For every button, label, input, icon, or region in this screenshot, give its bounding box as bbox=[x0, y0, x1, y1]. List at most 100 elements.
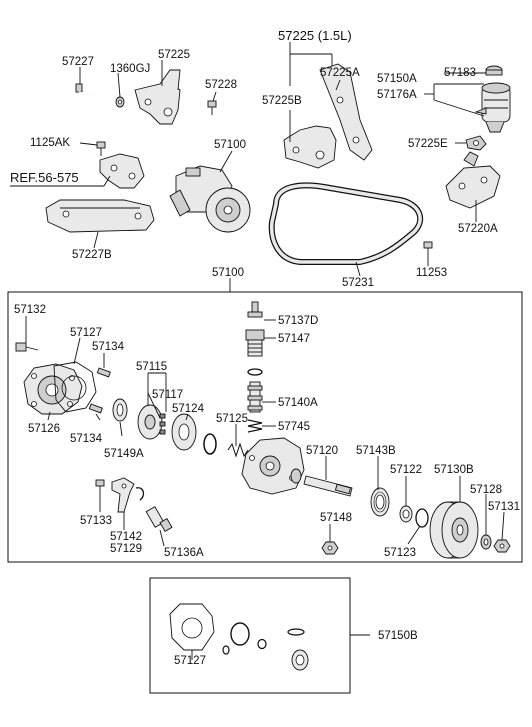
label-57133: 57133 bbox=[80, 515, 112, 527]
label-57130b: 57130B bbox=[434, 464, 474, 476]
seal-kit-box bbox=[149, 577, 351, 694]
o-ring-kit-flat bbox=[287, 628, 305, 636]
o-ring-kit-large bbox=[230, 622, 250, 646]
connector-57136a bbox=[145, 506, 173, 532]
label-57150b: 57150B bbox=[378, 630, 418, 642]
bracket-57225b bbox=[283, 125, 337, 169]
seal-kit-oil-seal bbox=[291, 649, 309, 671]
bearing-57143b bbox=[370, 487, 390, 517]
bracket-57142 bbox=[111, 477, 135, 513]
side-plate-57124 bbox=[171, 413, 197, 451]
bracket-57225-1-5l bbox=[319, 63, 373, 161]
label-57148: 57148 bbox=[320, 512, 352, 524]
label-57149a: 57149A bbox=[104, 448, 144, 460]
spring-57745 bbox=[247, 419, 263, 433]
bracket-ref-56-575 bbox=[99, 153, 145, 189]
cover-plate-57126 bbox=[23, 363, 83, 415]
nut-57131 bbox=[493, 539, 511, 553]
spring-small bbox=[227, 442, 249, 458]
dowel-pin-57134-a bbox=[96, 367, 111, 378]
label-57150a: 57150A bbox=[377, 73, 417, 85]
label-57134-a: 57134 bbox=[92, 341, 125, 353]
bracket-57227b bbox=[45, 199, 155, 233]
bracket-57220a bbox=[445, 151, 501, 209]
pump-body bbox=[241, 437, 305, 495]
snap-ring-57123 bbox=[415, 508, 429, 528]
o-ring-kit-small-b bbox=[257, 638, 267, 650]
washer-57128 bbox=[480, 534, 492, 550]
label-11253: 11253 bbox=[416, 267, 447, 279]
washer-1360gj bbox=[115, 96, 125, 108]
label-57100-box: 57100 bbox=[212, 267, 244, 279]
label-57227b: 57227B bbox=[72, 249, 112, 261]
label-57225-a: 57225 bbox=[158, 49, 190, 61]
label-57136a: 57136A bbox=[164, 547, 204, 559]
labels: 57227 1360GJ 57225 57228 57225 (1.5L) 57… bbox=[10, 28, 520, 667]
label-57183: 57183 bbox=[444, 67, 476, 79]
dowel-pin-57134-b bbox=[88, 403, 103, 414]
bolt-57228 bbox=[207, 100, 217, 115]
label-1125ak: 1125AK bbox=[30, 137, 70, 149]
label-57143b: 57143B bbox=[356, 445, 396, 457]
clip-57129 bbox=[135, 487, 145, 501]
label-57227: 57227 bbox=[62, 56, 94, 68]
label-57100-top: 57100 bbox=[214, 139, 246, 151]
bolt-57137d bbox=[247, 301, 263, 318]
label-57134-b: 57134 bbox=[70, 433, 103, 445]
label-57126: 57126 bbox=[28, 423, 60, 435]
label-57225-1-5l: 57225 (1.5L) bbox=[278, 28, 352, 43]
label-57131: 57131 bbox=[488, 501, 520, 513]
label-57120: 57120 bbox=[306, 445, 338, 457]
cap-57183 bbox=[485, 65, 503, 76]
label-57132: 57132 bbox=[14, 304, 46, 316]
pump-57100 bbox=[169, 165, 251, 233]
label-57124: 57124 bbox=[172, 403, 205, 415]
bolt-57133 bbox=[95, 479, 105, 496]
label-57125: 57125 bbox=[216, 413, 248, 425]
bolt-57132 bbox=[15, 342, 39, 352]
nut-57148 bbox=[321, 541, 339, 555]
flow-valve-57140a bbox=[247, 381, 263, 413]
label-57127-kit: 57127 bbox=[174, 655, 206, 667]
belt-57231 bbox=[268, 182, 424, 265]
label-57122: 57122 bbox=[390, 464, 422, 476]
clip-57225e bbox=[465, 135, 487, 151]
label-57127-main: 57127 bbox=[70, 327, 102, 339]
label-57137d: 57137D bbox=[278, 315, 318, 327]
leader-lines-top bbox=[10, 42, 486, 292]
label-57228: 57228 bbox=[205, 79, 237, 91]
label-57745: 57745 bbox=[278, 421, 310, 433]
label-57231: 57231 bbox=[342, 277, 374, 289]
label-57225a: 57225A bbox=[320, 67, 360, 79]
fitting-57147 bbox=[245, 329, 265, 357]
seal-57122 bbox=[399, 505, 413, 523]
gasket-57127 bbox=[53, 361, 97, 413]
label-1360gj: 1360GJ bbox=[110, 63, 150, 75]
label-57128: 57128 bbox=[470, 484, 502, 496]
gasket-57127-kit bbox=[169, 603, 215, 651]
exploded-view-box bbox=[7, 291, 523, 563]
label-57225b: 57225B bbox=[262, 95, 302, 107]
shaft-57120 bbox=[290, 468, 353, 497]
cam-ring-57149a bbox=[112, 398, 128, 422]
vanes-57117 bbox=[159, 413, 166, 435]
bracket-57225 bbox=[134, 69, 181, 125]
label-57117: 57117 bbox=[152, 389, 183, 401]
label-57147: 57147 bbox=[278, 333, 310, 345]
o-ring-57147 bbox=[247, 368, 263, 376]
label-57140a: 57140A bbox=[278, 397, 318, 409]
bolt-57227 bbox=[75, 83, 109, 101]
label-57225e: 57225E bbox=[408, 138, 448, 150]
reservoir-57150a bbox=[474, 82, 511, 133]
label-ref-56-575: REF.56-575 bbox=[10, 170, 79, 185]
label-57220a: 57220A bbox=[458, 223, 498, 235]
pulley-57130b bbox=[429, 501, 479, 559]
label-57176a: 57176A bbox=[377, 89, 417, 101]
rotor-57115 bbox=[137, 404, 163, 440]
bolt-1125ak bbox=[96, 141, 106, 156]
o-ring-57125 bbox=[203, 433, 217, 455]
label-57115: 57115 bbox=[136, 361, 167, 373]
bolt-11253 bbox=[423, 241, 433, 256]
